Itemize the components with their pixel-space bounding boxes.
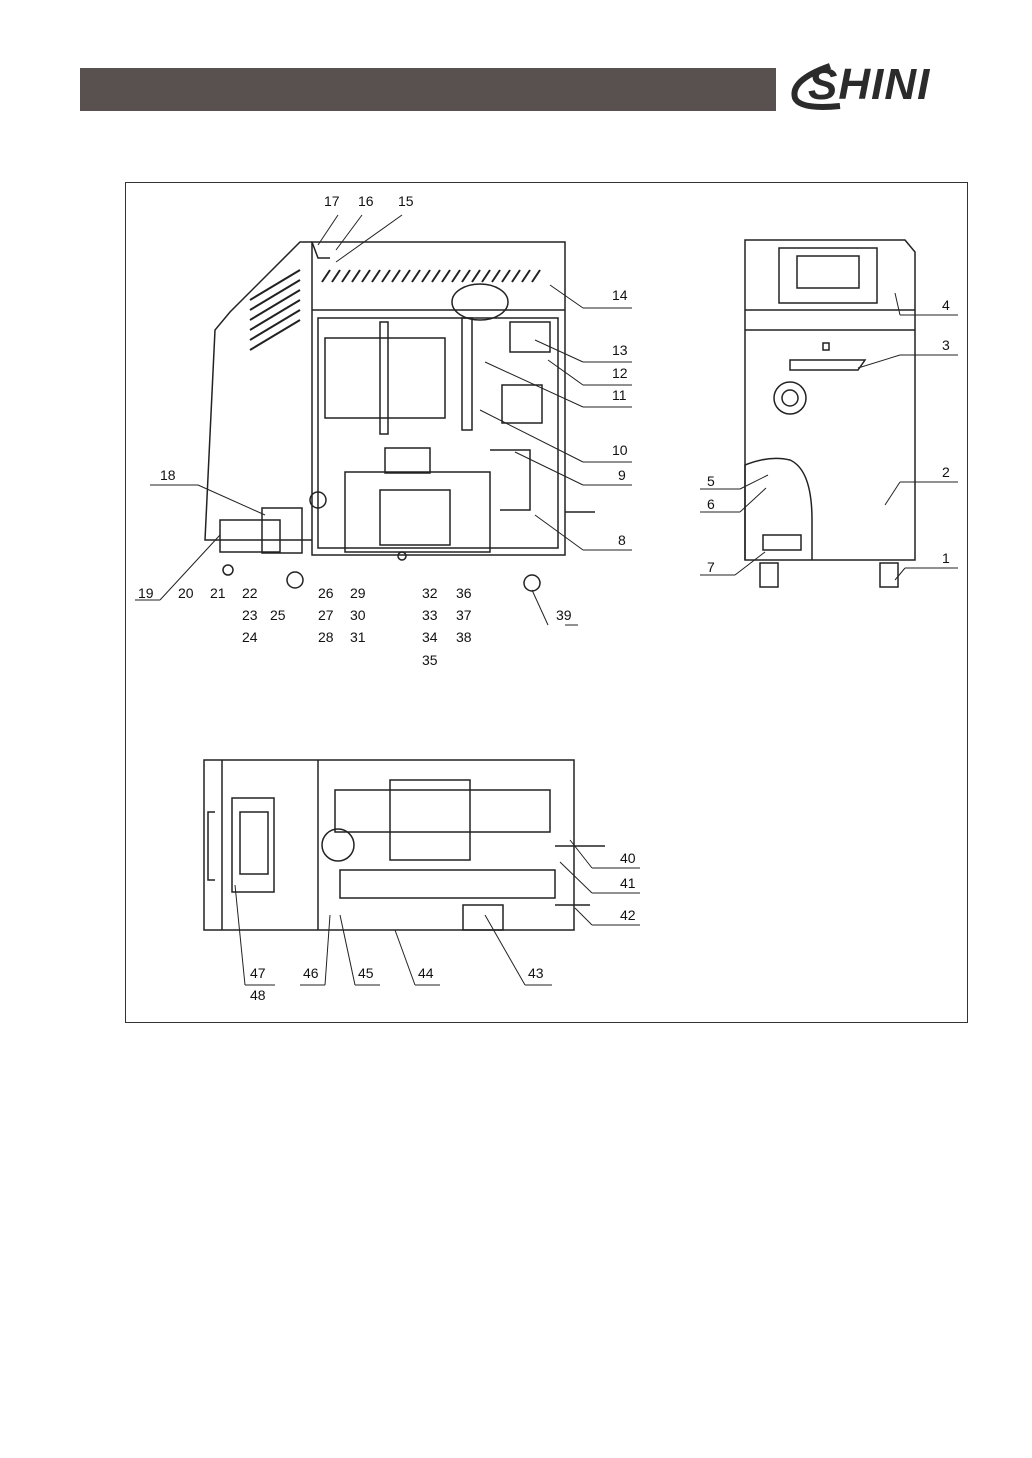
callout-36: 36 [456,585,472,601]
callout-21: 21 [210,585,226,601]
callout-6: 6 [707,496,715,512]
front-view [745,240,915,587]
callout-26: 26 [318,585,334,601]
callout-37: 37 [456,607,472,623]
callout-8: 8 [618,532,626,548]
callout-25: 25 [270,607,286,623]
callout-9: 9 [618,467,626,483]
side-view [205,242,595,591]
callout-27: 27 [318,607,334,623]
callout-13: 13 [612,342,628,358]
callout-4: 4 [942,297,950,313]
callout-23: 23 [242,607,258,623]
callout-35: 35 [422,652,438,668]
callout-3: 3 [942,337,950,353]
callout-45: 45 [358,965,374,981]
callout-2: 2 [942,464,950,480]
callout-41: 41 [620,875,636,891]
callout-34: 34 [422,629,438,645]
callout-15: 15 [398,193,414,209]
callout-46: 46 [303,965,319,981]
callout-48: 48 [250,987,266,1003]
callout-31: 31 [350,629,366,645]
callout-43: 43 [528,965,544,981]
callout-17: 17 [324,193,340,209]
callout-44: 44 [418,965,434,981]
callout-42: 42 [620,907,636,923]
callout-1: 1 [942,550,950,566]
callout-24: 24 [242,629,258,645]
callout-32: 32 [422,585,438,601]
callout-28: 28 [318,629,334,645]
callout-33: 33 [422,607,438,623]
callout-16: 16 [358,193,374,209]
callout-47: 47 [250,965,266,981]
callout-14: 14 [612,287,628,303]
callout-12: 12 [612,365,628,381]
callout-20: 20 [178,585,194,601]
callout-40: 40 [620,850,636,866]
callout-18: 18 [160,467,176,483]
callout-30: 30 [350,607,366,623]
callout-7: 7 [707,559,715,575]
callout-38: 38 [456,629,472,645]
callout-22: 22 [242,585,258,601]
top-view [204,760,605,930]
callout-10: 10 [612,442,628,458]
callout-39: 39 [556,607,572,623]
callout-5: 5 [707,473,715,489]
callout-11: 11 [612,387,627,403]
callout-29: 29 [350,585,366,601]
callout-19: 19 [138,585,154,601]
